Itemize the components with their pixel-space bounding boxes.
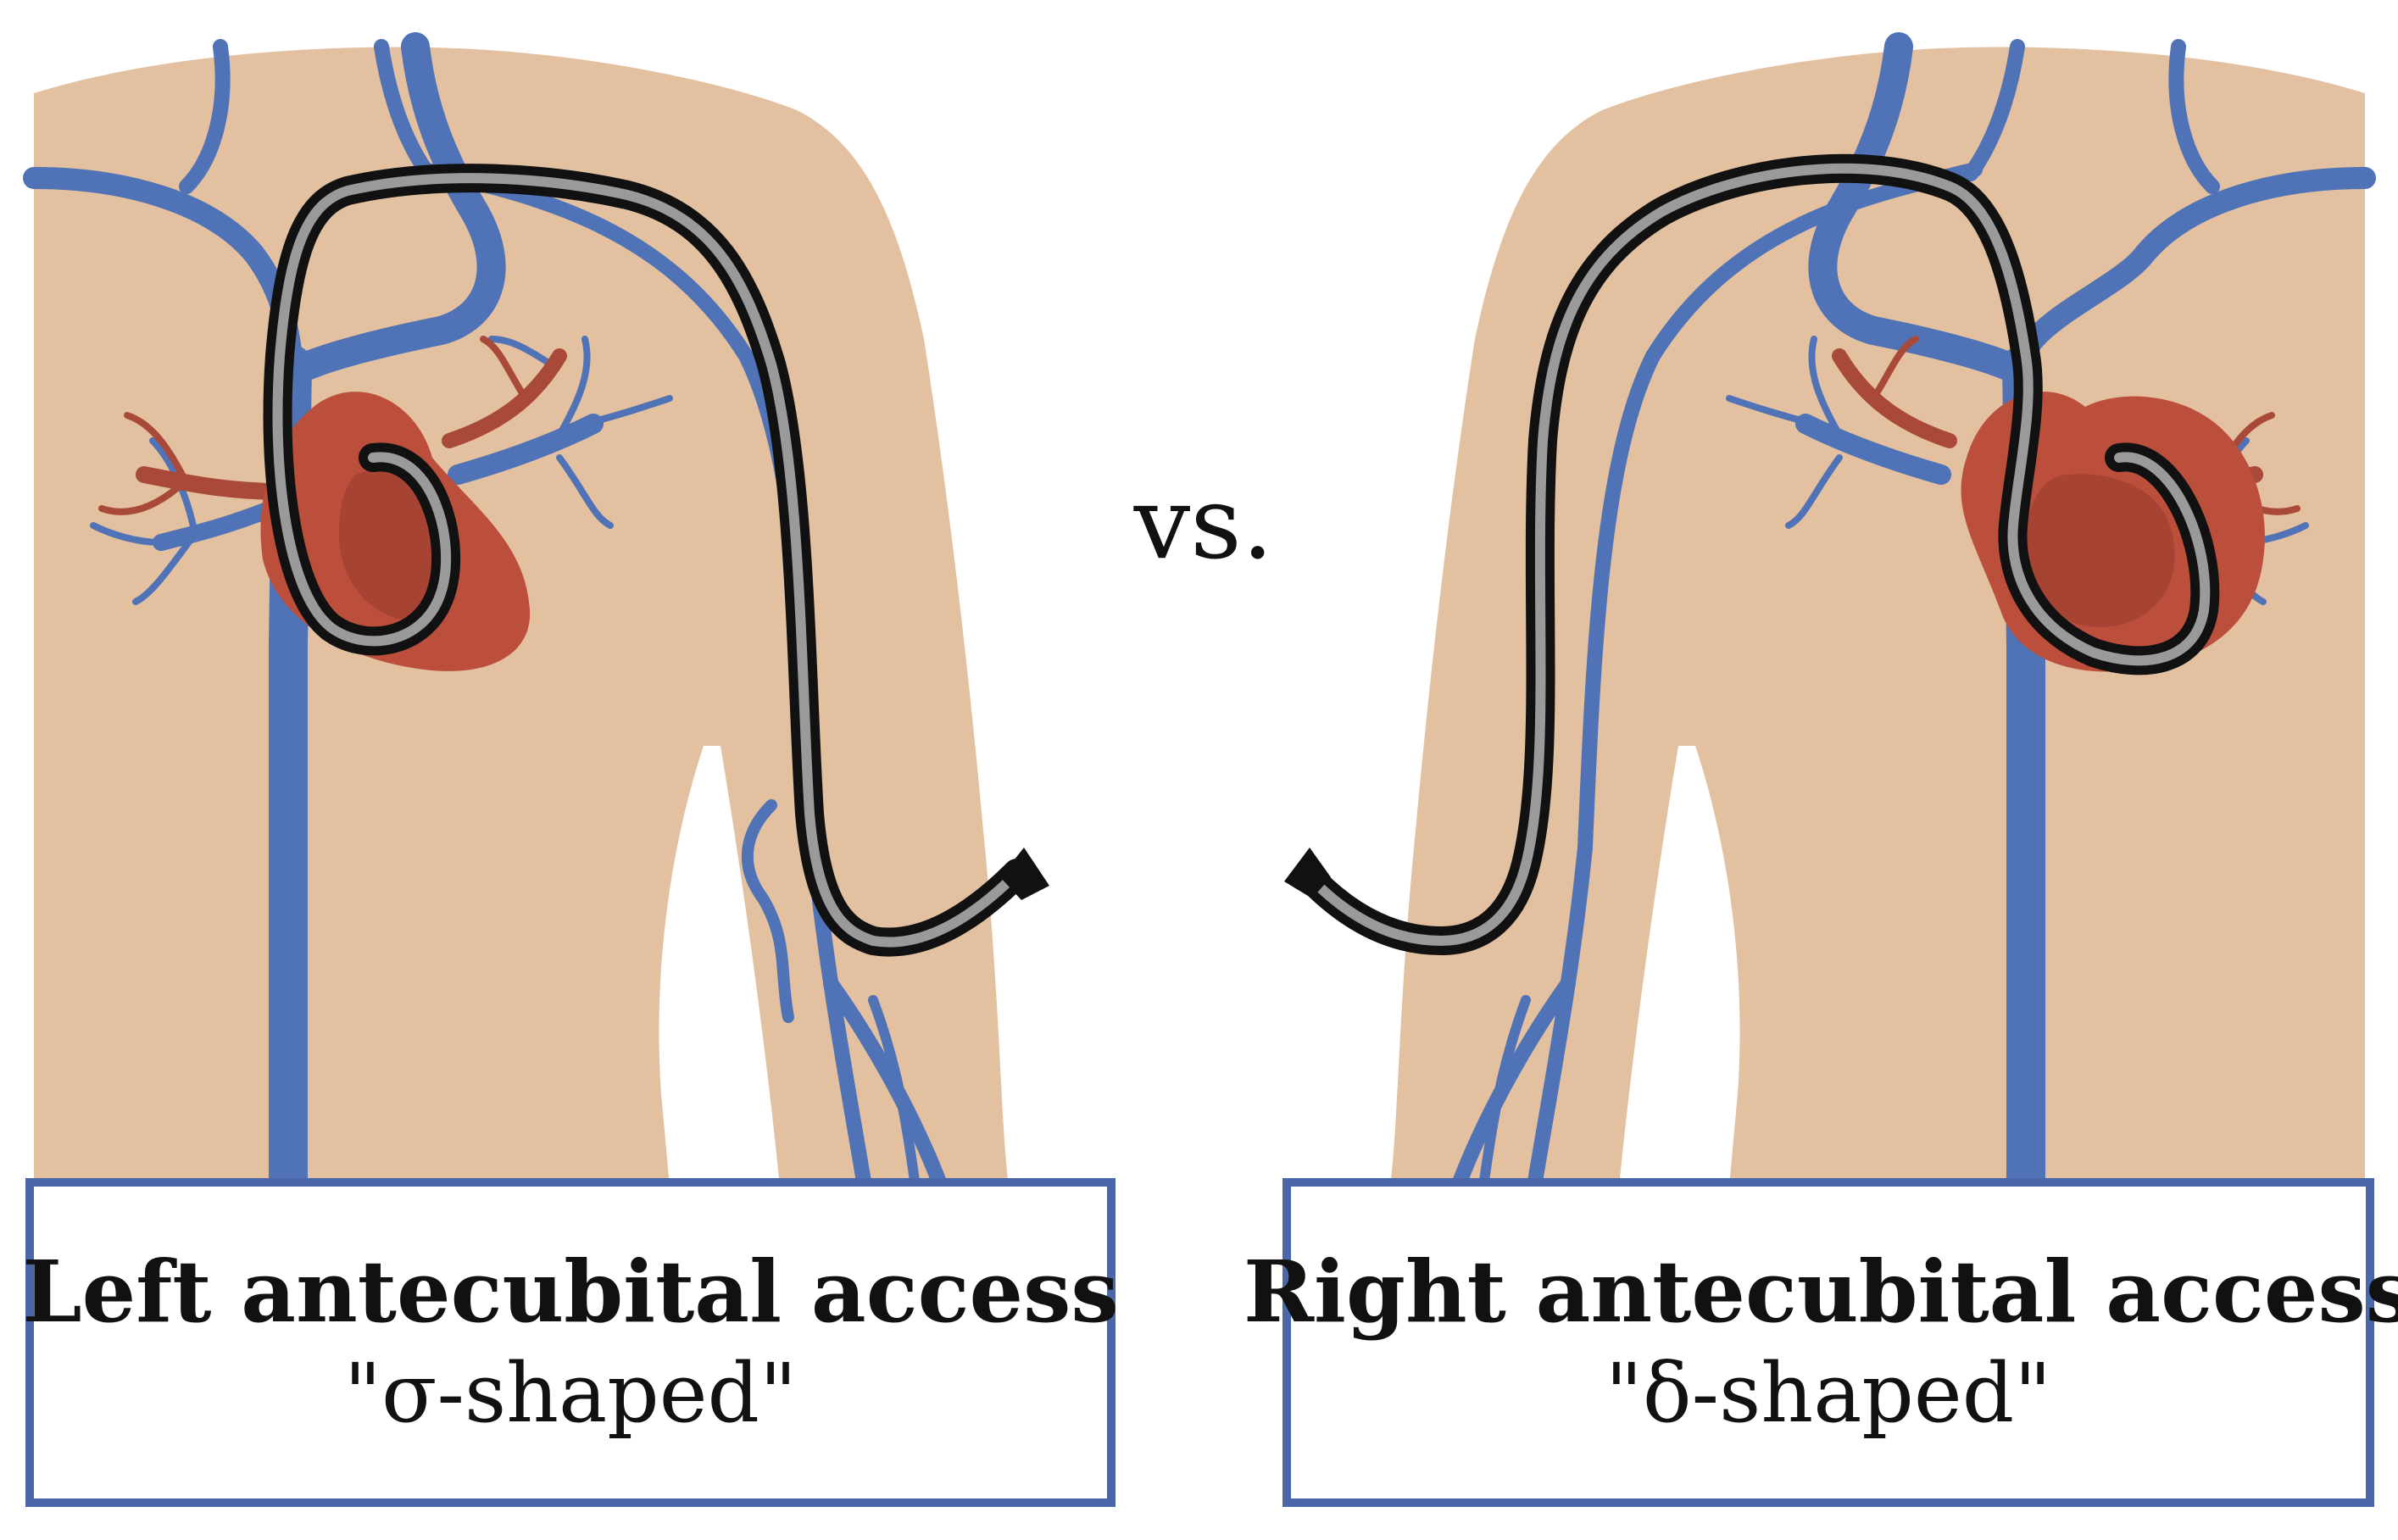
right-pulmonary-branch-3 [1785, 454, 1843, 529]
right-forearm-vein [1450, 976, 1576, 1194]
left-arteries [98, 336, 567, 515]
left-brachiocephalic-vein [278, 32, 506, 387]
right-brachiocephalic-vein [1808, 32, 2036, 387]
right-cephalic-vein [1527, 162, 1983, 1194]
right-caption-box: Right antecubital access "δ-shaped" [1244, 1178, 2398, 1507]
right-armpit-gap [1619, 746, 1740, 1187]
left-forearm-vein [823, 976, 949, 1194]
vs-separator: vs. [1133, 464, 1274, 581]
left-armpit-gap [659, 746, 780, 1187]
right-pulmonary-branch-2 [1726, 395, 1817, 427]
left-pulmonary-artery-branch [480, 336, 529, 402]
left-caption-title: Left antecubital access [22, 1242, 1119, 1342]
left-pulmonary-branch-2 [581, 395, 673, 427]
right-catheter-hub [1284, 848, 1331, 898]
left-catheter [263, 164, 1049, 957]
right-subclavian-vein [2011, 167, 2376, 375]
right-caption-title: Right antecubital access [1243, 1242, 2398, 1342]
right-caption-subtitle: "δ-shaped" [1605, 1346, 2052, 1441]
left-pulmonary-branch-7 [90, 522, 164, 546]
left-caption-subtitle: "σ-shaped" [343, 1346, 798, 1441]
left-forearm-vein-2 [868, 995, 921, 1192]
right-pulmonary-artery-branch [1870, 336, 1919, 402]
right-panel-illustration [1284, 32, 2376, 1206]
left-pulmonary-branch-5 [132, 531, 198, 605]
left-caption-box: Left antecubital access "σ-shaped" [22, 1178, 1119, 1507]
left-pulmonary-vein-right [448, 414, 604, 485]
right-pulmonary-vein-left [1795, 414, 1951, 485]
right-jugular-vein [2168, 39, 2220, 194]
right-body-silhouette [1390, 47, 2365, 1187]
left-jugular-vein [179, 39, 231, 194]
left-pulmonary-branch-3 [556, 454, 614, 529]
left-pulmonary-artery-branch-3 [98, 484, 181, 515]
left-catheter-hub [1000, 848, 1049, 900]
right-forearm-vein-2 [1478, 995, 1531, 1192]
right-pulmonary-artery-left [1832, 348, 1957, 448]
left-basilic-vein [741, 799, 794, 1023]
left-pulmonary-branch-1 [548, 336, 591, 453]
right-catheter [1284, 153, 2220, 955]
left-panel-illustration [23, 32, 1049, 1206]
left-pulmonary-vein-left [153, 500, 280, 551]
left-pulmonary-branch-4 [488, 336, 554, 368]
left-pulmonary-artery-left [136, 466, 288, 500]
left-pulmonary-artery-branch-2 [124, 412, 190, 486]
right-pulmonary-branch-1 [1808, 336, 1851, 453]
left-pulmonary-artery-right [442, 348, 567, 448]
